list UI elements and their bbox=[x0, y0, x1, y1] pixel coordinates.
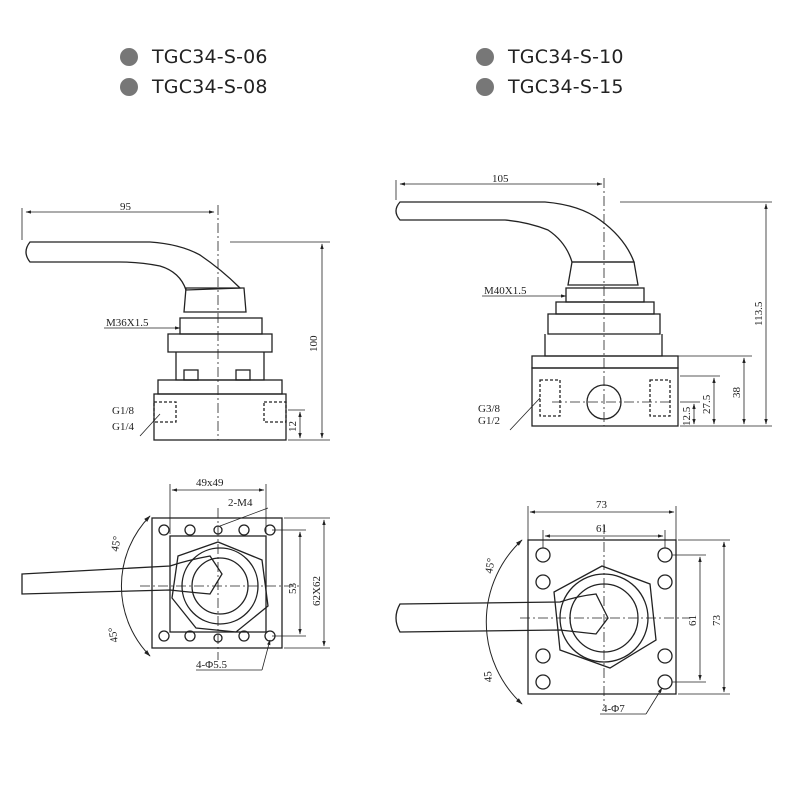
mount-hole bbox=[238, 524, 250, 536]
valve-neck bbox=[544, 334, 663, 357]
large-top-view bbox=[395, 506, 730, 715]
valve-neck bbox=[175, 352, 265, 381]
angle-top: 45° bbox=[109, 535, 123, 552]
leader-line bbox=[645, 687, 663, 715]
valve-shoulder bbox=[531, 355, 679, 369]
legend-dot-icon bbox=[120, 48, 138, 66]
dimension-base-height: 12 bbox=[287, 421, 299, 432]
dimension-overall-width: 73 bbox=[596, 499, 608, 511]
dimension-b: 27.5 bbox=[701, 394, 713, 414]
pin bbox=[183, 369, 199, 381]
label-tapped-holes: 2-M4 bbox=[228, 497, 253, 509]
legend-label: TGC34-S-10 bbox=[508, 46, 624, 68]
legend-item-tgc34-s-15: TGC34-S-15 bbox=[476, 76, 624, 98]
legend-dot-icon bbox=[476, 78, 494, 96]
label-port-upper: G3/8 bbox=[478, 403, 501, 415]
valve-shoulder bbox=[157, 379, 283, 395]
port-left bbox=[539, 379, 561, 417]
label-mount-holes: 4-Φ7 bbox=[602, 703, 625, 715]
label-port-upper: G1/8 bbox=[112, 405, 135, 417]
dimension-handle-length: 95 bbox=[120, 201, 132, 213]
angle-bottom: 45° bbox=[106, 626, 120, 643]
large-side-view bbox=[395, 178, 772, 431]
dimension-hole-spacing: 53 bbox=[287, 583, 299, 595]
legend-item-tgc34-s-06: TGC34-S-06 bbox=[120, 46, 268, 68]
dimension-c: 38 bbox=[731, 387, 743, 399]
flange-outline bbox=[527, 539, 677, 695]
mount-hole bbox=[535, 547, 551, 563]
small-side-view bbox=[21, 205, 330, 441]
legend-label: TGC34-S-15 bbox=[508, 76, 624, 98]
rotation-arc bbox=[485, 539, 523, 705]
handle-lever bbox=[25, 241, 242, 291]
leader-line bbox=[139, 413, 161, 437]
dimension-height: 113.5 bbox=[753, 301, 765, 326]
label-thread: M40X1.5 bbox=[484, 285, 527, 297]
port-left bbox=[153, 401, 177, 423]
mount-hole bbox=[657, 674, 673, 690]
handle-knob bbox=[567, 261, 639, 286]
label-mount-holes: 4-Φ5.5 bbox=[196, 659, 227, 671]
label-port-lower: G1/2 bbox=[478, 415, 500, 427]
dimension-body-size: 49x49 bbox=[196, 477, 224, 489]
valve-body bbox=[531, 367, 679, 427]
dimension-height: 100 bbox=[308, 335, 320, 352]
handle-lever bbox=[395, 201, 635, 263]
legend-dot-icon bbox=[476, 48, 494, 66]
dimension-hole-spacing-v: 61 bbox=[687, 615, 699, 626]
mount-hole bbox=[238, 630, 250, 642]
handle-lever bbox=[21, 555, 223, 595]
port-right bbox=[649, 379, 671, 417]
leader-line bbox=[261, 639, 271, 671]
mount-hole bbox=[158, 524, 170, 536]
rotation-arc bbox=[120, 515, 151, 657]
port-right bbox=[263, 401, 287, 423]
mount-hole bbox=[535, 648, 551, 664]
dimension-flange-size: 62X62 bbox=[311, 576, 323, 606]
handle-knob bbox=[183, 287, 247, 313]
angle-bottom: 45 bbox=[482, 670, 495, 683]
dimension-handle-length: 105 bbox=[492, 173, 509, 185]
legend-label: TGC34-S-06 bbox=[152, 46, 268, 68]
legend-dot-icon bbox=[120, 78, 138, 96]
dimension-hole-spacing-h: 61 bbox=[596, 523, 607, 535]
label-thread: M36X1.5 bbox=[106, 317, 149, 329]
pin bbox=[235, 369, 251, 381]
dimension-a: 12.5 bbox=[681, 406, 693, 426]
mount-hole bbox=[657, 547, 673, 563]
hex-nut-top bbox=[553, 565, 657, 669]
hex-nut bbox=[555, 301, 655, 315]
dimension-overall-height: 73 bbox=[711, 615, 723, 627]
label-port-lower: G1/4 bbox=[112, 421, 135, 433]
lock-nut bbox=[179, 317, 263, 335]
valve-body bbox=[153, 393, 287, 441]
lock-nut bbox=[565, 287, 645, 303]
mount-hole bbox=[657, 648, 673, 664]
legend-item-tgc34-s-10: TGC34-S-10 bbox=[476, 46, 624, 68]
small-top-view bbox=[21, 484, 330, 671]
legend-item-tgc34-s-08: TGC34-S-08 bbox=[120, 76, 268, 98]
mount-hole bbox=[535, 674, 551, 690]
mount-hole bbox=[657, 574, 673, 590]
mount-hole bbox=[158, 630, 170, 642]
mount-hole bbox=[184, 524, 196, 536]
angle-top: 45° bbox=[483, 557, 497, 574]
flange-outline bbox=[151, 517, 283, 649]
handle-lever bbox=[395, 593, 609, 635]
leader-line bbox=[219, 507, 269, 527]
mount-hole bbox=[535, 574, 551, 590]
legend-label: TGC34-S-08 bbox=[152, 76, 268, 98]
hex-nut bbox=[167, 333, 273, 353]
leader-line bbox=[509, 397, 541, 431]
hex-nut-top bbox=[171, 541, 269, 633]
mount-hole bbox=[184, 630, 196, 642]
